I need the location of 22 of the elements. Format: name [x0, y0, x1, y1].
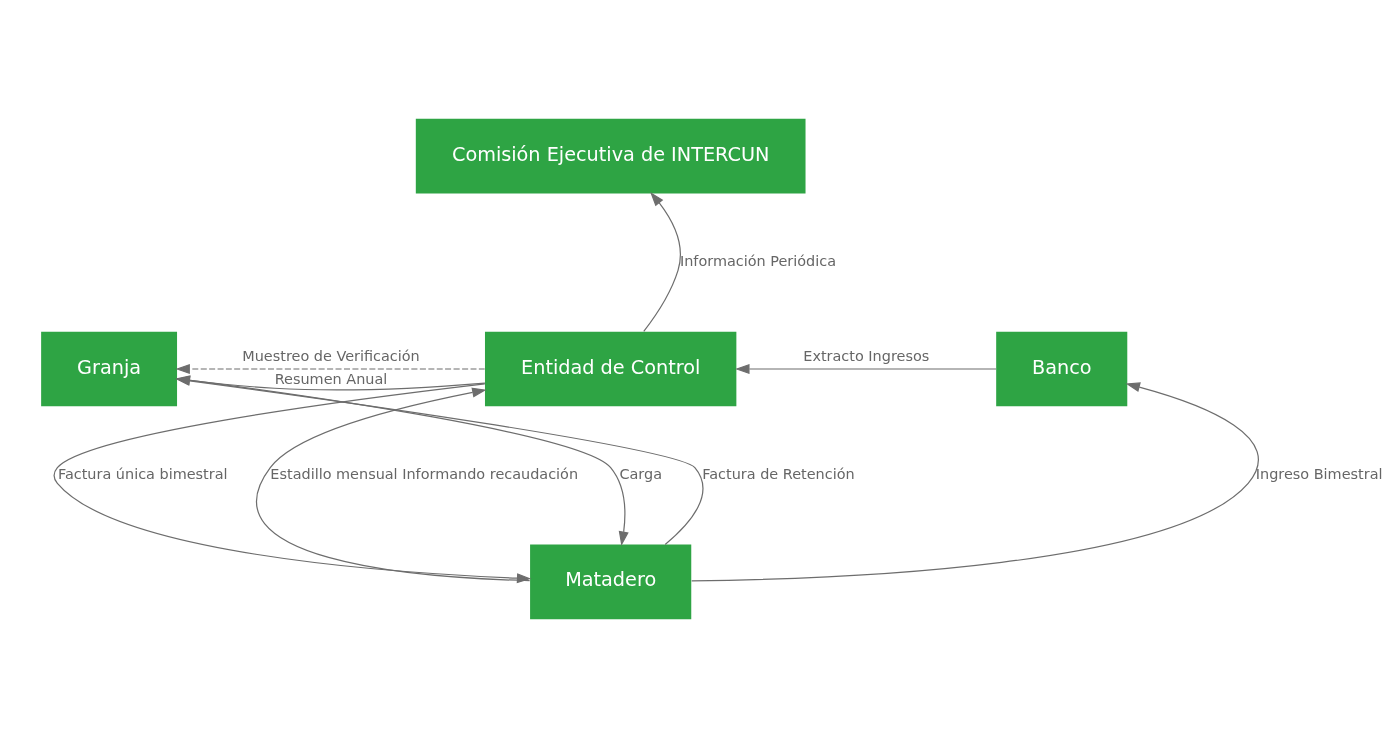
edge-label: Ingreso Bimestral: [1255, 466, 1383, 483]
arrow: [175, 363, 486, 375]
arrow: [53, 383, 532, 584]
edge-label: Estadillo mensual Informando recaudación: [270, 466, 579, 483]
arrow: [735, 363, 997, 375]
edge-label: Factura única bimestral: [57, 466, 228, 483]
arrow: [691, 382, 1259, 582]
arrow: [175, 375, 486, 391]
edge-label: Muestreo de Verificación: [242, 348, 420, 365]
node-box: Granja: [41, 331, 178, 407]
node-box: Banco: [996, 331, 1128, 407]
edge-label: Factura de Retención: [702, 466, 855, 483]
edge-label: Resumen Anual: [274, 371, 388, 388]
edge-label: Extracto Ingresos: [803, 348, 930, 365]
arrow: [175, 375, 704, 545]
edge-label: Carga: [619, 466, 663, 483]
arrow: [643, 192, 681, 332]
node-box: Entidad de Control: [484, 331, 737, 407]
node-box: Comisión Ejecutiva de INTERCUN: [415, 118, 806, 194]
arrow: [256, 387, 531, 582]
node-box: Matadero: [530, 544, 692, 620]
edge-label: Información Periódica: [679, 253, 837, 270]
